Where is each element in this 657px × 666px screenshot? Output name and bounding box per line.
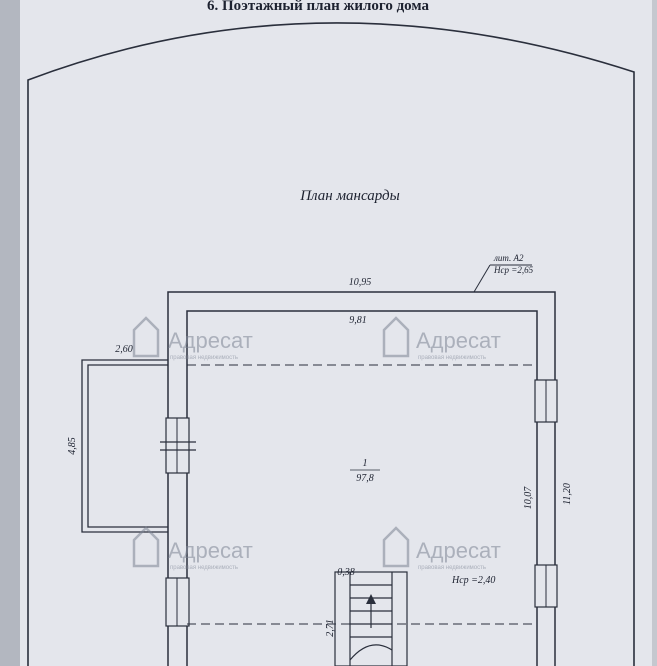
inner-wall bbox=[186, 310, 538, 666]
watermark-house-icon bbox=[382, 316, 410, 358]
dim-balcony-width: 2,60 bbox=[115, 344, 133, 355]
wall-note-line1: лит. А2 bbox=[493, 253, 524, 263]
watermark-1: Адресат правовая недвижимость bbox=[132, 316, 253, 361]
watermark-tagline: правовая недвижимость bbox=[418, 565, 486, 571]
note-leader bbox=[473, 264, 491, 293]
dim-inner-height: 10,07 bbox=[523, 486, 534, 510]
watermark-brand: Адресат bbox=[168, 328, 253, 353]
watermark-3: Адресат правовая недвижимость bbox=[132, 526, 253, 571]
watermark-house-icon bbox=[132, 316, 160, 358]
dim-stair-length: 2,71 bbox=[325, 619, 336, 637]
drawing-frame bbox=[27, 22, 635, 666]
watermark-brand: Адресат bbox=[416, 328, 501, 353]
door-mark bbox=[160, 441, 196, 451]
watermark-brand: Адресат bbox=[168, 538, 253, 563]
staircase bbox=[334, 571, 408, 666]
wall-note-line2: Hср =2,65 bbox=[493, 265, 534, 275]
paper-sheet bbox=[20, 0, 652, 666]
watermark-brand: Адресат bbox=[416, 538, 501, 563]
dim-balcony-depth: 4,85 bbox=[67, 437, 78, 455]
stair-arrow-head bbox=[366, 594, 376, 604]
watermark-tagline: правовая недвижимость bbox=[170, 355, 238, 361]
avg-height-note: Hср =2,40 bbox=[451, 575, 495, 586]
watermark-house-icon bbox=[382, 526, 410, 568]
watermark-4: Адресат правовая недвижимость bbox=[382, 526, 501, 571]
dim-stair-offset: 0,38 bbox=[337, 567, 355, 578]
room-number: 1 bbox=[363, 458, 368, 469]
walls bbox=[167, 291, 556, 666]
dim-outer-height: 11,20 bbox=[562, 483, 573, 505]
watermark-2: Адресат правовая недвижимость bbox=[382, 316, 501, 361]
watermark-tagline: правовая недвижимость bbox=[418, 355, 486, 361]
watermark-tagline: правовая недвижимость bbox=[170, 565, 238, 571]
balcony bbox=[81, 359, 168, 533]
plan-title: План мансарды bbox=[299, 188, 400, 204]
room-area: 97,8 bbox=[356, 473, 374, 484]
dim-outer-width: 10,95 bbox=[349, 277, 372, 288]
dim-inner-width: 9,81 bbox=[349, 315, 367, 326]
binder-edge bbox=[0, 0, 22, 666]
outer-wall bbox=[167, 291, 556, 666]
watermark-house-icon bbox=[132, 526, 160, 568]
page-title: 6. Поэтажный план жилого дома bbox=[207, 0, 429, 14]
